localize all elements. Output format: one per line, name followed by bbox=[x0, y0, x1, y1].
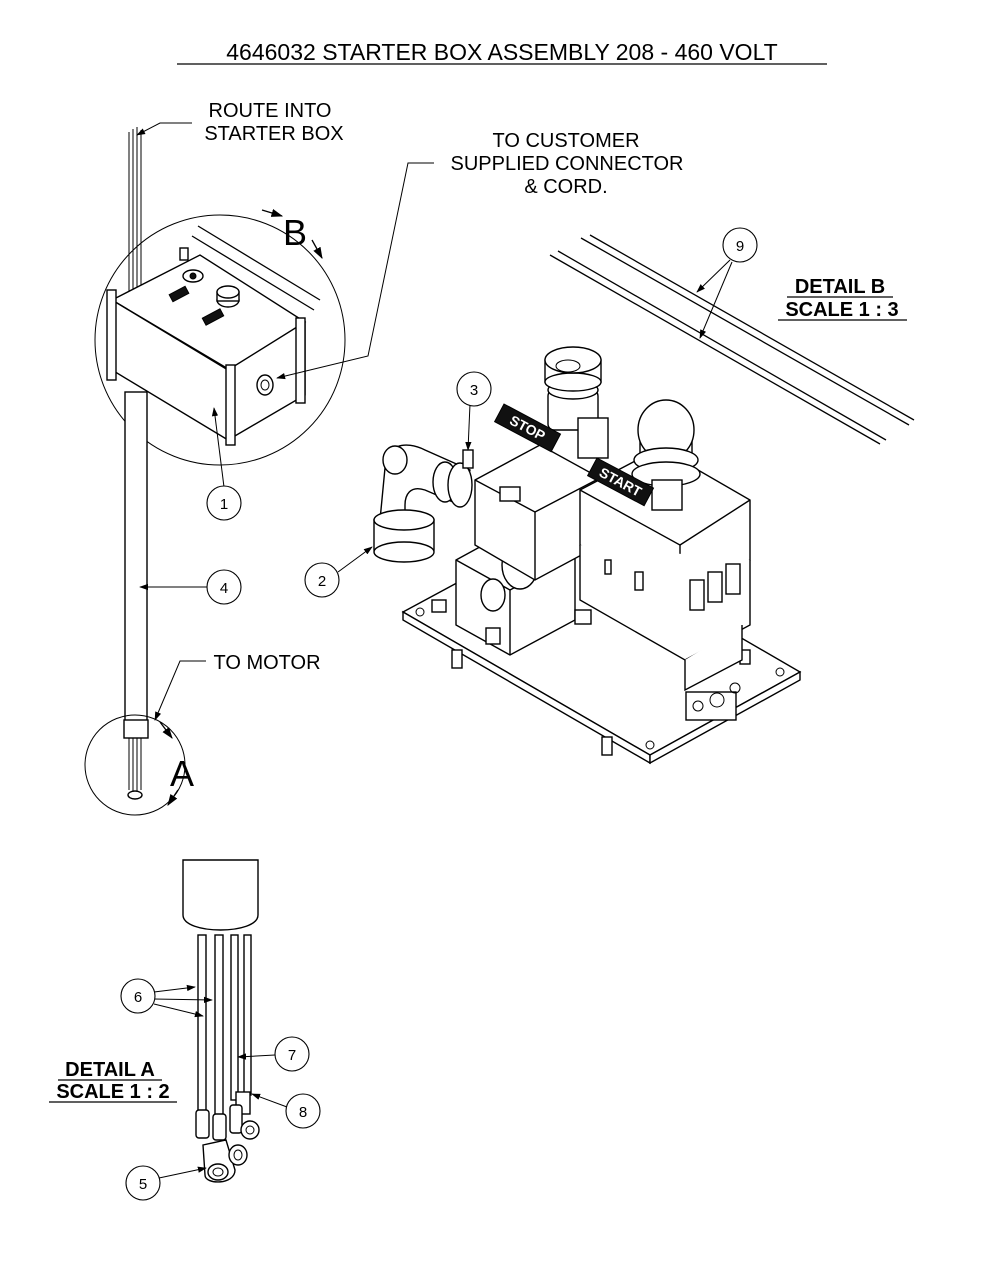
item-bubble-6: 6 bbox=[120, 978, 213, 1018]
item-bubble-9: 9 bbox=[696, 227, 758, 339]
item-bubble-3: 3 bbox=[456, 371, 492, 451]
svg-text:5: 5 bbox=[139, 1176, 147, 1193]
svg-text:9: 9 bbox=[736, 238, 744, 255]
starter-panel-assembly: STOP START bbox=[373, 346, 802, 765]
starter-box bbox=[106, 247, 307, 446]
detail-b-title: DETAIL B bbox=[795, 276, 885, 298]
svg-text:2: 2 bbox=[318, 573, 326, 590]
item-bubble-7: 7 bbox=[237, 1036, 310, 1072]
drawing-title: 4646032 STARTER BOX ASSEMBLY 208 - 460 V… bbox=[226, 39, 777, 65]
to-motor-label: TO MOTOR bbox=[213, 652, 320, 674]
svg-text:4: 4 bbox=[220, 580, 228, 597]
detail-b-wires bbox=[549, 234, 915, 445]
route-into-label: ROUTE INTO bbox=[209, 100, 332, 122]
detail-a-letter: A bbox=[170, 753, 194, 794]
detail-a-circle bbox=[84, 714, 186, 816]
motor-leader bbox=[154, 660, 206, 721]
svg-text:1: 1 bbox=[220, 496, 228, 513]
item-bubble-2: 2 bbox=[304, 546, 373, 598]
svg-text:8: 8 bbox=[299, 1104, 307, 1121]
item-bubble-1: 1 bbox=[206, 407, 242, 521]
to-customer-label: TO CUSTOMER bbox=[492, 130, 639, 152]
detail-a-title: DETAIL A bbox=[65, 1059, 155, 1081]
svg-text:6: 6 bbox=[134, 989, 142, 1006]
starter-box-overview bbox=[84, 127, 346, 816]
route-leader bbox=[136, 122, 192, 136]
svg-text:3: 3 bbox=[470, 382, 478, 399]
item-bubble-8: 8 bbox=[251, 1093, 321, 1129]
detail-a-scale: SCALE 1 : 2 bbox=[56, 1081, 169, 1103]
detail-b-scale: SCALE 1 : 3 bbox=[785, 299, 898, 321]
and-cord-label: & CORD. bbox=[524, 176, 607, 198]
supplied-connector-label: SUPPLIED CONNECTOR bbox=[450, 153, 683, 175]
detail-b-letter: B bbox=[283, 212, 307, 253]
item-bubble-4: 4 bbox=[139, 569, 242, 605]
starter-box-label: STARTER BOX bbox=[204, 123, 343, 145]
detail-a-cord-end bbox=[182, 859, 260, 1183]
item-bubble-5: 5 bbox=[125, 1165, 207, 1201]
power-cord bbox=[124, 391, 148, 723]
svg-text:7: 7 bbox=[288, 1047, 296, 1064]
detail-b-circle bbox=[94, 214, 346, 466]
customer-leader bbox=[276, 162, 434, 380]
